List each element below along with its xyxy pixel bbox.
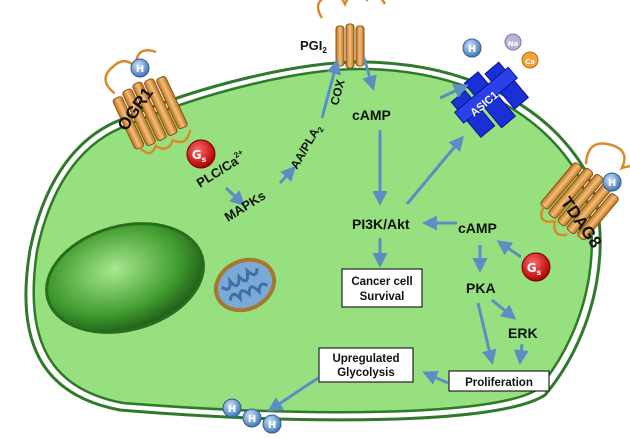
arrow-glycolysis-to-proton [267, 376, 319, 412]
gs-protein-left: Gs [186, 139, 216, 169]
proton-out-1: H [222, 398, 242, 418]
cancer-survival-box: Cancer cell Survival [341, 268, 423, 308]
svg-text:Gs: Gs [192, 148, 207, 164]
pathway-arrows [224, 57, 529, 412]
pi3k-label: PI3K/Akt [352, 216, 410, 232]
glycolysis-line2: Glycolysis [337, 367, 395, 379]
svg-text:H: H [268, 420, 276, 431]
proton-asic: H [462, 38, 482, 58]
gs-protein-right: Gs [521, 252, 551, 282]
proton-out-3: H [262, 414, 282, 434]
ogr1-receptor [104, 48, 192, 155]
proton-out-2: H [242, 408, 262, 428]
sodium-ion: Na [504, 33, 522, 51]
pka-label: PKA [466, 280, 496, 296]
arrow-gs-to-camp [496, 240, 522, 259]
nucleus [45, 222, 205, 334]
erk-label: ERK [508, 325, 538, 341]
camp-top-label: cAMP [352, 107, 391, 123]
glycolysis-line1: Upregulated [332, 353, 399, 365]
arrow-mapks-to-aa [278, 165, 297, 185]
svg-text:H: H [136, 64, 144, 75]
arrow-proliferation-to-glycolysis [422, 370, 449, 385]
cancer-survival-line2: Survival [360, 291, 405, 303]
svg-text:Ca: Ca [525, 58, 535, 66]
mitochondrion [213, 257, 277, 313]
arrow-aa-to-pgi2 [320, 59, 342, 119]
arrow-camp-top-asic [439, 84, 469, 100]
cox-label: COX [327, 78, 347, 107]
proton-ogr1: H [130, 58, 150, 78]
svg-text:H: H [248, 414, 256, 425]
cancer-survival-line1: Cancer cell [351, 276, 412, 288]
asic1-channel [450, 61, 530, 139]
calcium-ion: Ca [521, 51, 539, 69]
svg-text:H: H [608, 178, 616, 189]
top-receptor [316, 0, 387, 69]
svg-text:H: H [468, 44, 476, 55]
pgi2-label: PGI2 [300, 38, 327, 55]
arrow-gs-to-mapks [224, 186, 246, 207]
glycolysis-box: Upregulated Glycolysis [318, 347, 414, 383]
arrow-pka-to-erk [491, 298, 517, 320]
svg-text:Gs: Gs [527, 261, 542, 277]
arrow-pka-to-proliferation [476, 302, 497, 365]
svg-text:H: H [228, 404, 236, 415]
proliferation-box: Proliferation [448, 370, 550, 392]
arrow-receptor-to-camp [362, 57, 377, 91]
arrow-erk-to-proliferation [513, 343, 529, 365]
svg-text:Na: Na [508, 40, 519, 48]
arrow-pi3k-to-asic1 [405, 135, 464, 205]
camp-right-label: cAMP [458, 220, 497, 236]
proliferation-label: Proliferation [465, 377, 533, 389]
proton-tdag8: H [602, 172, 622, 192]
